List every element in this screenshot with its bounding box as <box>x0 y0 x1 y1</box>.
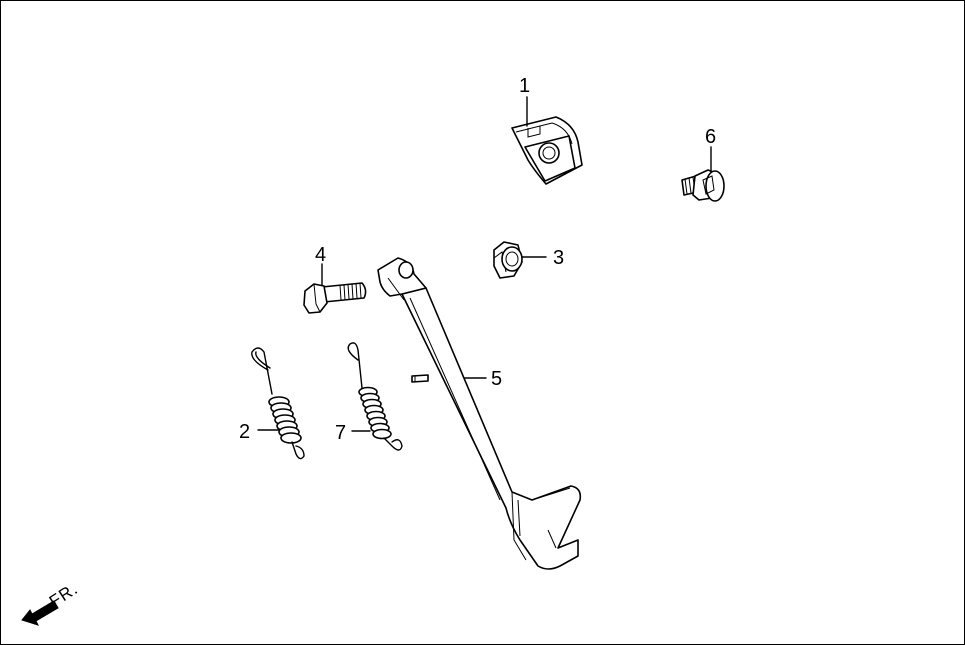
callout-3: 3 <box>553 247 564 269</box>
front-direction-arrow-icon <box>21 600 59 626</box>
part-2-spring <box>251 347 305 460</box>
part-6-flange-bolt <box>681 146 725 202</box>
callout-1: 1 <box>519 75 530 97</box>
callout-2: 2 <box>239 421 250 443</box>
callout-6: 6 <box>705 126 716 148</box>
part-5-side-stand <box>377 257 582 570</box>
part-7-spring <box>347 342 403 451</box>
callout-5: 5 <box>491 368 502 390</box>
part-1-bracket <box>511 96 583 185</box>
part-3-nut <box>493 241 547 279</box>
callout-4: 4 <box>315 244 326 266</box>
callout-7: 7 <box>335 422 346 444</box>
part-4-bolt <box>303 263 367 314</box>
